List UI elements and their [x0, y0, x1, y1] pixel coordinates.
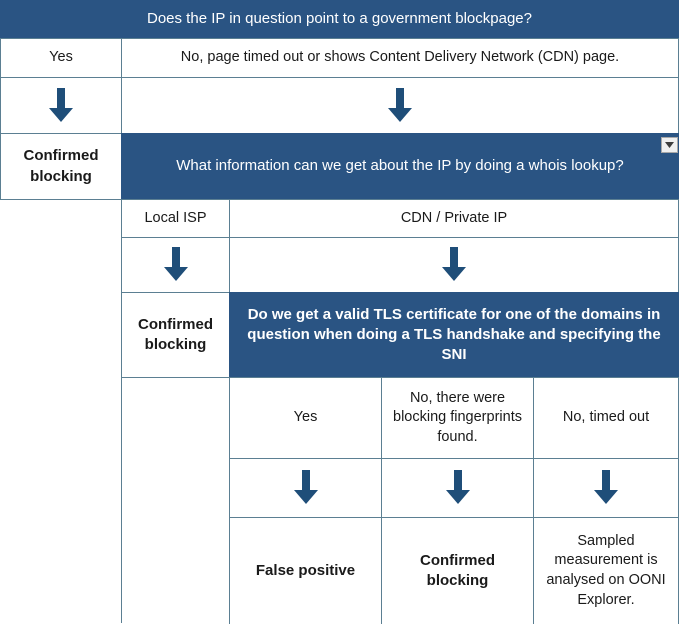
arrow-down-icon [49, 87, 73, 122]
answer-yes-level3-label: Yes [293, 409, 318, 426]
outcome-confirmed-blocking-level3-label: Confirmed blocking [420, 551, 495, 589]
answer-local-isp-level2-label: Local ISP [144, 209, 207, 226]
answer-no-level1-label: No, page timed out or shows Content Deli… [180, 49, 620, 66]
arrow-cell-no-level1 [121, 77, 679, 134]
arrow-cell-local-isp-level2 [121, 237, 230, 293]
question-banner-level3: Do we get a valid TLS certificate for on… [229, 292, 679, 378]
question-text-level2: What information can we get about the IP… [176, 157, 624, 175]
outcome-confirmed-blocking-level2: Confirmed blocking [121, 292, 230, 378]
arrow-down-icon [594, 470, 618, 504]
outcome-false-positive: False positive [229, 517, 382, 624]
arrow-down-icon [442, 247, 466, 281]
answer-yes-level3: Yes [229, 377, 382, 459]
answer-cdn-private-level2-label: CDN / Private IP [400, 209, 508, 226]
arrow-down-icon [163, 247, 188, 281]
outcome-false-positive-label: False positive [255, 561, 356, 579]
outcome-confirmed-blocking-level1-label: Confirmed blocking [23, 147, 99, 185]
question-text-level3: Do we get a valid TLS certificate for on… [247, 305, 661, 364]
arrow-cell-timed-out-level3 [533, 458, 679, 518]
question-banner-level1: Does the IP in question point to a gover… [0, 0, 679, 38]
arrow-down-icon [293, 470, 318, 504]
left-gutter-horizontal-rule [0, 199, 122, 200]
arrow-cell-cdn-private-level2 [229, 237, 679, 293]
answer-cdn-private-level2: CDN / Private IP [229, 199, 679, 238]
outcome-confirmed-blocking-level2-label: Confirmed blocking [138, 315, 213, 353]
mid-gutter-vertical-rule [229, 377, 230, 623]
left-gutter-vertical-rule [121, 199, 122, 623]
arrow-cell-yes-level3 [229, 458, 382, 518]
answer-local-isp-level2: Local ISP [121, 199, 230, 238]
arrow-down-icon [445, 470, 470, 504]
answer-fingerprints-level3: No, there were blocking fingerprints fou… [381, 377, 534, 459]
question-banner-level2: What information can we get about the IP… [121, 133, 679, 200]
outcome-sampled-measurement: Sampled measurement is analysed on OONI … [533, 517, 679, 624]
outcome-sampled-measurement-label: Sampled measurement is analysed on OONI … [546, 532, 666, 608]
arrow-cell-yes-level1 [0, 77, 122, 134]
answer-yes-level1-label: Yes [49, 49, 73, 66]
answer-yes-level1: Yes [0, 38, 122, 78]
outcome-confirmed-blocking-level1: Confirmed blocking [0, 133, 122, 200]
triangle-down-icon [665, 142, 674, 148]
blank-gutter-cell [122, 378, 229, 623]
answer-no-level1: No, page timed out or shows Content Deli… [121, 38, 679, 78]
arrow-down-icon [388, 87, 412, 122]
answer-timed-out-level3: No, timed out [533, 377, 679, 459]
dropdown-button[interactable] [661, 137, 678, 153]
arrow-cell-fingerprints-level3 [381, 458, 534, 518]
question-text-level1: Does the IP in question point to a gover… [147, 9, 532, 27]
answer-fingerprints-level3-label: No, there were blocking fingerprints fou… [393, 389, 522, 445]
outcome-confirmed-blocking-level3: Confirmed blocking [381, 517, 534, 624]
answer-timed-out-level3-label: No, timed out [562, 409, 650, 426]
